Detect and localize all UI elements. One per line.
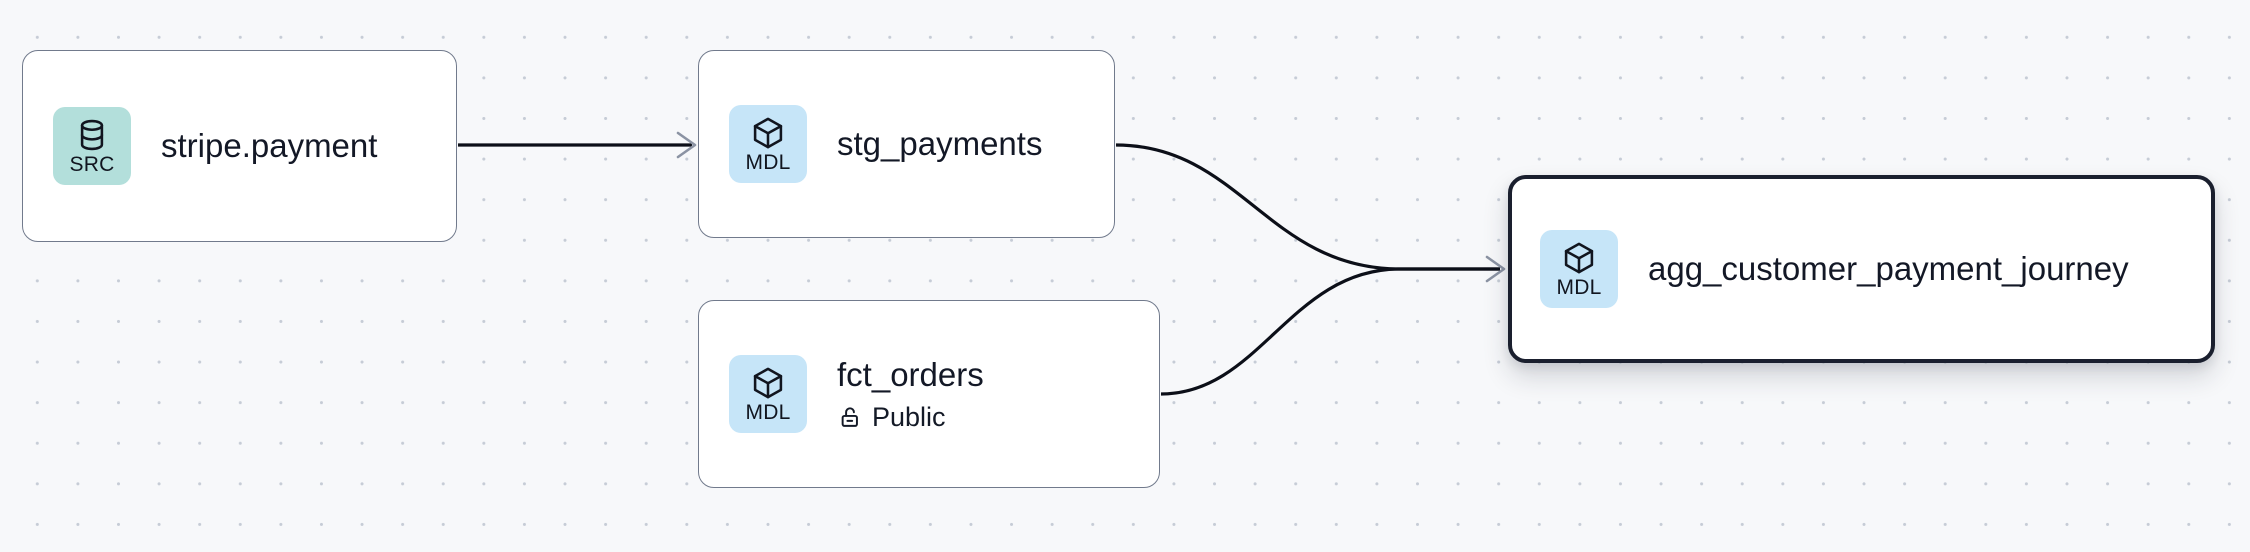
cube-icon xyxy=(1564,242,1594,273)
node-body: stg_payments xyxy=(837,124,1042,164)
lineage-node-fct-orders[interactable]: MDL fct_orders Public xyxy=(698,300,1160,488)
arrowhead-icon xyxy=(1485,255,1506,283)
lineage-node-stg-payments[interactable]: MDL stg_payments xyxy=(698,50,1115,238)
node-body: fct_orders Public xyxy=(837,355,984,433)
model-badge: MDL xyxy=(729,355,807,433)
model-badge-label: MDL xyxy=(745,150,791,174)
visibility-label: Public xyxy=(872,402,946,432)
node-title: stg_payments xyxy=(837,125,1043,162)
node-body: stripe.payment xyxy=(161,126,377,166)
database-icon xyxy=(80,119,104,150)
node-title: stripe.payment xyxy=(161,127,378,164)
node-body: agg_customer_payment_journey xyxy=(1648,249,2129,289)
cube-icon xyxy=(753,117,783,148)
edge-stg-to-agg xyxy=(1115,143,1500,271)
source-badge-label: SRC xyxy=(69,152,115,176)
visibility-status: Public xyxy=(837,401,984,433)
arrowhead-icon xyxy=(676,131,697,159)
lineage-node-agg-customer-payment-journey[interactable]: MDL agg_customer_payment_journey xyxy=(1508,175,2215,363)
model-badge-label: MDL xyxy=(745,400,791,424)
model-badge: MDL xyxy=(1540,230,1618,308)
source-badge: SRC xyxy=(53,107,131,185)
node-title: fct_orders xyxy=(837,356,984,393)
lineage-node-stripe-payment[interactable]: SRC stripe.payment xyxy=(22,50,457,242)
unlock-icon xyxy=(841,407,858,427)
edge-fct-to-agg xyxy=(1160,267,1500,396)
node-title: agg_customer_payment_journey xyxy=(1648,250,2129,287)
model-badge: MDL xyxy=(729,105,807,183)
cube-icon xyxy=(753,367,783,398)
model-badge-label: MDL xyxy=(1556,275,1602,299)
